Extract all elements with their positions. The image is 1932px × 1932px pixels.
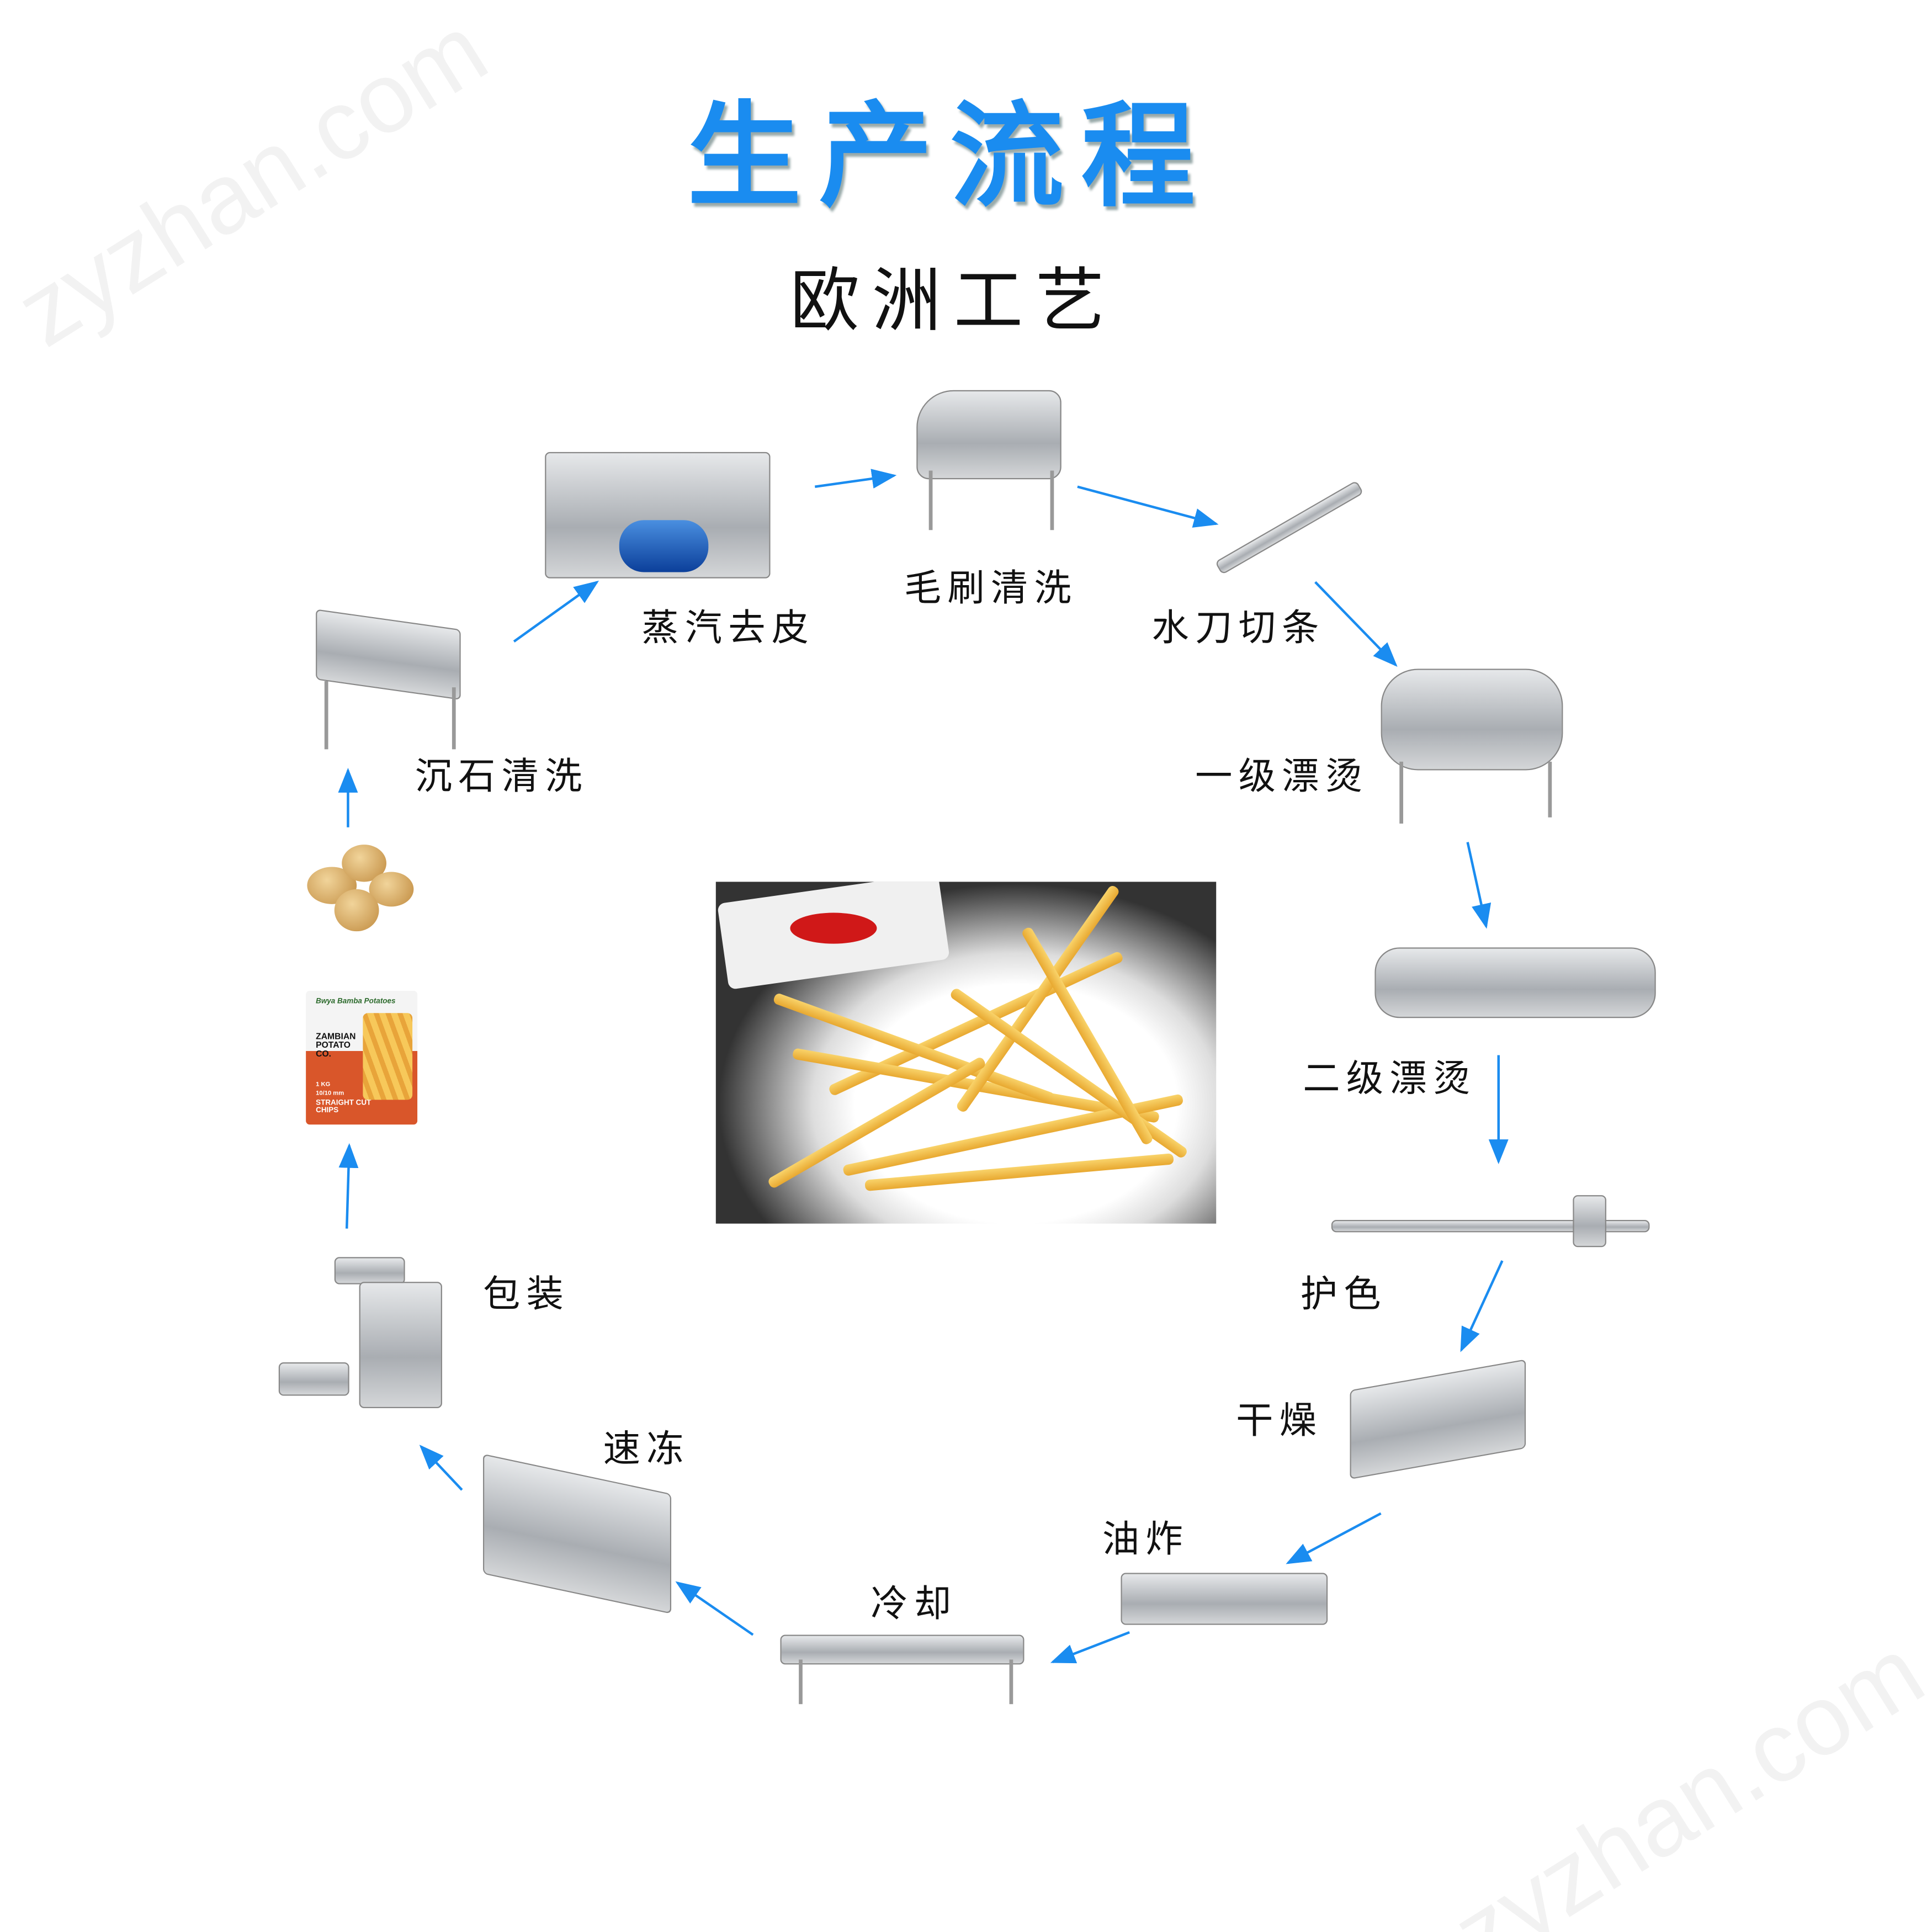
packaging-machine-image [359, 1282, 442, 1408]
arrow [1050, 1631, 1130, 1664]
arrow [513, 580, 599, 643]
step-label-steam-peeling: 蒸汽去皮 [641, 607, 815, 650]
machine-leg [1050, 470, 1054, 530]
step-label-water-knife-cutting: 水刀切条 [1151, 607, 1325, 650]
step-label-packaging: 包装 [483, 1273, 570, 1317]
package-company: ZAMBIAN POTATO CO. [316, 1033, 356, 1059]
french-fries-photo [715, 882, 1217, 1224]
arrow [1286, 1512, 1382, 1564]
step-label-first-blanching: 一级漂烫 [1195, 755, 1369, 799]
machine-leg [1009, 1659, 1013, 1705]
step-label-frying: 油炸 [1102, 1518, 1189, 1562]
color-protection-conveyor-image [1331, 1219, 1650, 1233]
steam-peeler-vessel [619, 520, 709, 572]
step-label-brush-washing: 毛刷清洗 [904, 567, 1078, 611]
arrow [338, 1143, 359, 1229]
arrow [419, 1445, 463, 1491]
machine-leg [1399, 761, 1403, 824]
brush-washer-image [916, 390, 1061, 480]
fryer-image [1121, 1573, 1328, 1625]
french-fries-package-image: Bwya Bamba Potatoes ZAMBIAN POTATO CO. 1… [306, 990, 418, 1125]
packaging-machine-top [334, 1257, 405, 1285]
step-label-quick-freezing: 速冻 [603, 1427, 690, 1472]
machine-leg [452, 687, 456, 750]
package-brand: Bwya Bamba Potatoes [316, 998, 396, 1006]
arrow [1314, 581, 1398, 667]
step-label-color-protection: 护色 [1300, 1273, 1387, 1317]
package-size: 10/10 mm [316, 1090, 344, 1097]
step-label-second-blanching: 二级漂烫 [1303, 1058, 1477, 1101]
arrow [675, 1581, 754, 1636]
arrow [1466, 842, 1492, 929]
page-subtitle: 欧洲工艺 [790, 261, 1117, 342]
arrow [814, 469, 897, 489]
step-label-stone-washing: 沉石清洗 [415, 755, 588, 799]
package-weight: 1 KG [316, 1081, 331, 1089]
first-blancher-image [1381, 668, 1563, 771]
packaging-conveyor [278, 1362, 349, 1396]
machine-leg [324, 681, 328, 750]
arrow [1077, 485, 1219, 528]
machine-leg [1548, 761, 1552, 818]
page-title: 生产流程 [687, 90, 1213, 223]
package-product: STRAIGHT CUT CHIPS [316, 1100, 371, 1115]
second-blancher-image [1374, 947, 1656, 1018]
arrow [1460, 1260, 1504, 1352]
color-protection-tank [1573, 1195, 1606, 1248]
potatoes-image [307, 840, 418, 936]
cooler-image [780, 1634, 1025, 1665]
step-label-drying: 干燥 [1236, 1399, 1323, 1443]
step-label-cooling: 冷却 [871, 1583, 958, 1626]
machine-leg [799, 1659, 803, 1705]
machine-leg [928, 470, 933, 530]
